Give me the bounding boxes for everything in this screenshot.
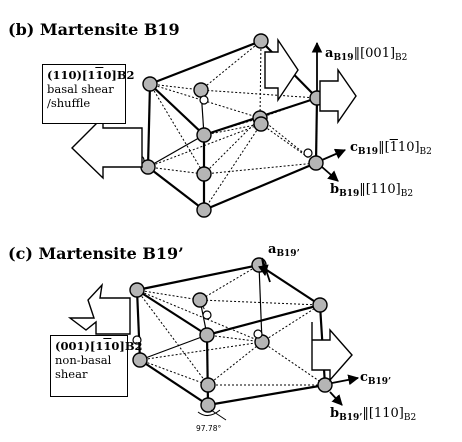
- empty-site: [303, 148, 313, 158]
- panel-c-axes: [257, 257, 360, 406]
- panel-c-shear-note: (001)[110]B2 non-basal shear: [50, 335, 143, 397]
- atom: [196, 166, 212, 182]
- block-arrow-icon: [67, 282, 353, 382]
- atom: [132, 352, 148, 368]
- atom: [312, 297, 328, 313]
- atom: [253, 33, 269, 49]
- atom: [199, 327, 215, 343]
- panel-b-note-head: (110)[110]B2: [47, 68, 135, 82]
- atom: [200, 377, 216, 393]
- panel-c-axis-a: aB19’: [268, 242, 300, 259]
- atom: [142, 76, 158, 92]
- panel-b-axis-b: bB19‖[110]B2: [330, 182, 414, 199]
- panel-b-note-body: basal shear /shuffle: [47, 82, 114, 110]
- atom: [317, 377, 333, 393]
- empty-site: [202, 310, 212, 320]
- atom: [192, 292, 208, 308]
- panel-b-axis-c: cB19‖[110]B2: [350, 140, 432, 157]
- atom: [196, 127, 212, 143]
- empty-site: [199, 95, 209, 105]
- atom: [196, 202, 212, 218]
- atom: [308, 155, 324, 171]
- panel-c-lattice: [129, 257, 333, 421]
- panel-c-title: (c) Martensite B19’: [8, 244, 184, 263]
- panel-b-lattice: [135, 33, 325, 218]
- atom: [193, 82, 209, 98]
- panel-c-monoclinic-angle: 97.78°: [196, 424, 222, 433]
- panel-b-title: (b) Martensite B19: [8, 20, 180, 39]
- panel-c-note-head: (001)[110]B2: [55, 339, 143, 353]
- panel-b-shear-note: (110)[110]B2 basal shear /shuffle: [42, 64, 135, 124]
- empty-site: [132, 335, 142, 345]
- panel-c-axis-b: bB19’‖[110]B2: [330, 406, 417, 423]
- panel-b-axes: [311, 41, 346, 182]
- atom: [129, 282, 145, 298]
- empty-site: [253, 329, 263, 339]
- atom: [200, 397, 216, 413]
- atom: [253, 116, 269, 132]
- panel-c-axis-c: cB19’: [360, 370, 392, 387]
- block-arrow-icon: [71, 37, 357, 180]
- panel-b-axis-a: aB19‖[001]B2: [325, 46, 408, 63]
- panel-c-note-body: non-basal shear: [55, 353, 112, 381]
